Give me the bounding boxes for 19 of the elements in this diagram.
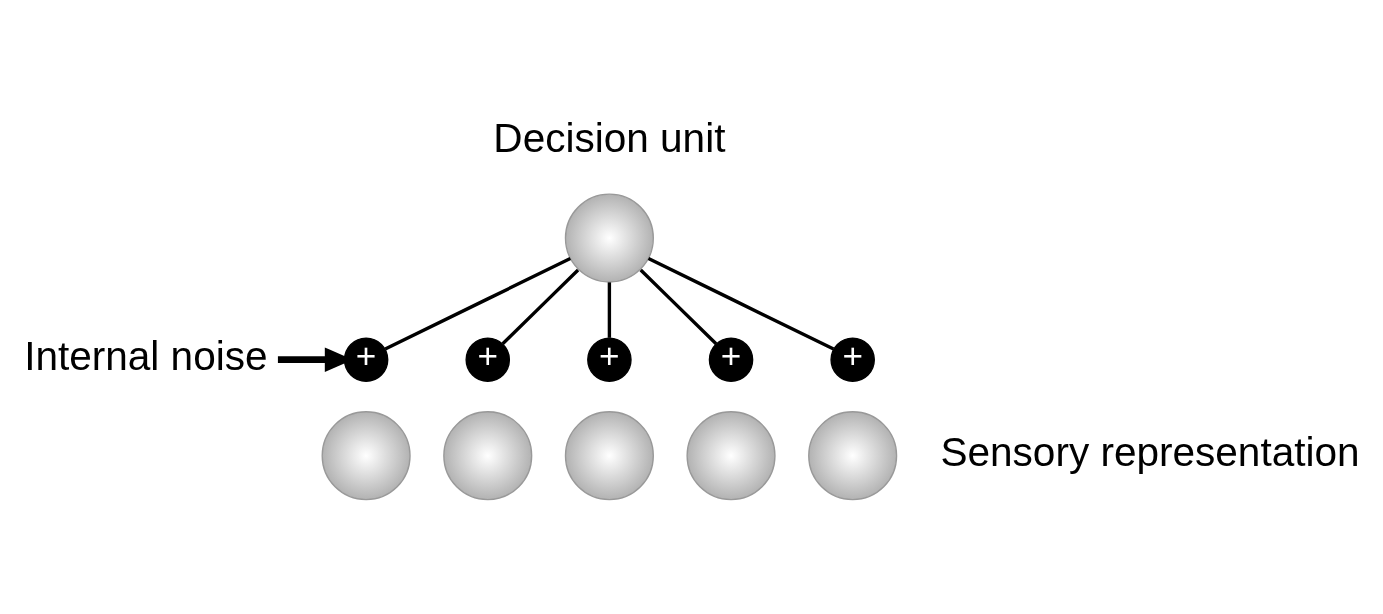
connector bbox=[501, 268, 580, 345]
node-circle bbox=[808, 411, 898, 501]
node-circle bbox=[564, 193, 654, 283]
node-text: Internal noise bbox=[24, 332, 268, 379]
node-label: Decision unit bbox=[493, 115, 726, 162]
connector bbox=[647, 257, 835, 351]
node-circle: + bbox=[343, 337, 389, 382]
node-circle: + bbox=[465, 337, 511, 382]
label: Sensory representation bbox=[940, 428, 1360, 475]
node-circle bbox=[564, 411, 654, 501]
node-circle bbox=[321, 411, 411, 501]
connector bbox=[384, 257, 572, 351]
connector bbox=[607, 282, 612, 338]
node-circle: + bbox=[587, 337, 632, 382]
node-circle: + bbox=[830, 337, 875, 382]
node-circle bbox=[443, 411, 533, 501]
node-circle: + bbox=[708, 337, 754, 382]
connector bbox=[639, 268, 718, 345]
node-circle bbox=[686, 411, 776, 501]
